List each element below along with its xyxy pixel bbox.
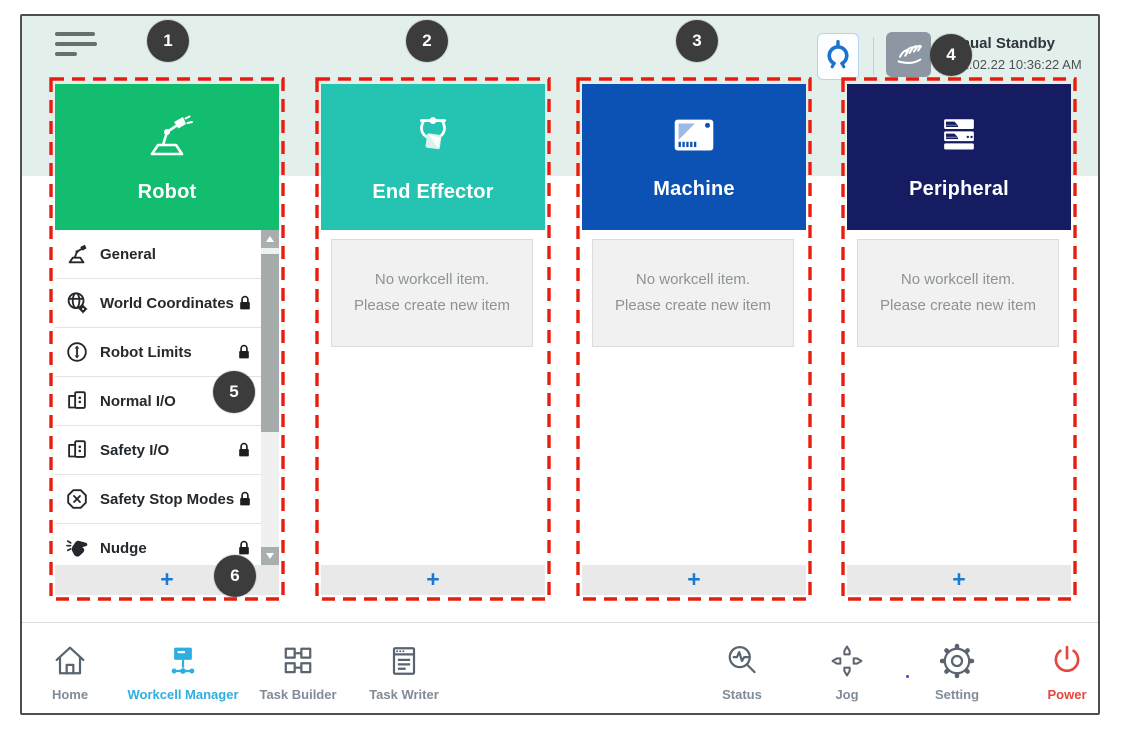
nav-task-writer[interactable]: Task Writer — [352, 635, 456, 702]
normal-io-icon — [63, 388, 90, 415]
menu-item-general[interactable]: General — [55, 230, 279, 279]
peripheral-icon — [933, 113, 985, 164]
empty-state-line2: Please create new item — [615, 297, 771, 314]
empty-state-machine: No workcell item. Please create new item — [592, 239, 794, 347]
callout-6: 6 — [214, 555, 256, 597]
lock-icon — [233, 343, 253, 361]
tool-gripper-button[interactable] — [817, 33, 859, 80]
robot-limits-icon — [63, 339, 90, 366]
nav-task-builder[interactable]: Task Builder — [248, 635, 348, 702]
robot-arm-icon — [139, 110, 195, 167]
column-header-robot: Robot — [55, 84, 279, 230]
topbar-divider — [873, 37, 874, 75]
hamburger-line — [55, 32, 95, 36]
column-title: Robot — [137, 181, 197, 203]
callout-5: 5 — [213, 371, 255, 413]
column-title: End Effector — [372, 181, 494, 203]
empty-state-end-effector: No workcell item. Please create new item — [331, 239, 533, 347]
plus-icon: + — [687, 565, 701, 592]
menu-item-label: Nudge — [100, 539, 147, 557]
world-coordinates-icon — [63, 290, 90, 317]
add-workcell-item-button-peripheral[interactable]: + — [847, 565, 1071, 595]
nav-workcell-manager[interactable]: Workcell Manager — [118, 635, 248, 702]
column-header-peripheral: Peripheral — [847, 84, 1071, 230]
column-header-end-effector: End Effector — [321, 84, 545, 230]
callout-4: 4 — [930, 34, 972, 76]
callout-3: 3 — [676, 20, 718, 62]
hamburger-menu-button[interactable] — [55, 32, 101, 68]
menu-item-label: World Coordinates — [100, 294, 234, 312]
task-builder-icon — [248, 635, 348, 681]
nav-jog[interactable]: Jog — [817, 635, 877, 702]
lock-icon — [234, 490, 254, 508]
empty-state-line2: Please create new item — [354, 297, 510, 314]
manual-hand-icon — [892, 35, 926, 74]
add-workcell-item-button-machine[interactable]: + — [582, 565, 806, 595]
menu-item-label: Safety I/O — [100, 441, 170, 459]
menu-item-label: Safety Stop Modes — [100, 490, 235, 508]
nav-setting[interactable]: Setting — [917, 635, 997, 702]
column-title: Peripheral — [909, 178, 1009, 200]
end-effector-icon — [406, 110, 460, 167]
menu-item-robot-limits[interactable]: Robot Limits — [55, 328, 279, 377]
scroll-up-icon — [266, 236, 274, 242]
menu-item-safety-io[interactable]: Safety I/O — [55, 426, 279, 475]
workcell-manager-icon — [118, 635, 248, 681]
scroll-up-button[interactable] — [261, 230, 279, 248]
nav-status[interactable]: Status — [702, 635, 782, 702]
jog-icon — [817, 635, 877, 681]
empty-state-line1: No workcell item. — [900, 271, 1016, 288]
general-icon — [63, 241, 90, 268]
machine-icon — [667, 113, 721, 164]
power-icon — [1027, 635, 1098, 681]
hamburger-line — [55, 52, 77, 56]
empty-state-line2: Please create new item — [880, 297, 1036, 314]
plus-icon: + — [426, 565, 440, 592]
plus-icon: + — [952, 565, 966, 592]
setting-icon — [917, 635, 997, 681]
safety-stop-icon — [63, 486, 90, 513]
scroll-down-icon — [266, 553, 274, 559]
menu-item-world-coordinates[interactable]: World Coordinates — [55, 279, 279, 328]
lock-icon — [234, 294, 254, 312]
add-workcell-item-button-end-effector[interactable]: + — [321, 565, 545, 595]
timestamp: 2022.02.22 10:36:22 AM — [940, 57, 1082, 72]
safety-io-icon — [63, 437, 90, 464]
manual-mode-button[interactable] — [886, 32, 931, 77]
home-icon — [30, 635, 110, 681]
nudge-icon — [63, 535, 90, 562]
nav-power[interactable]: Power — [1027, 635, 1098, 702]
callout-1: 1 — [147, 20, 189, 62]
nav-separator-dot — [906, 675, 909, 678]
menu-item-label: Robot Limits — [100, 343, 192, 361]
empty-state-line1: No workcell item. — [374, 271, 490, 288]
scrollbar-thumb[interactable] — [261, 254, 279, 432]
callout-2: 2 — [406, 20, 448, 62]
scroll-down-button[interactable] — [261, 547, 279, 565]
menu-item-safety-stop-modes[interactable]: Safety Stop Modes — [55, 475, 279, 524]
task-writer-icon — [352, 635, 456, 681]
menu-item-label: General — [100, 245, 156, 263]
hamburger-line — [55, 42, 97, 46]
column-title: Machine — [653, 178, 735, 200]
status-icon — [702, 635, 782, 681]
bottom-navigation: Home Workcell Manager — [22, 622, 1098, 713]
plus-icon: + — [160, 565, 174, 592]
scrollbar[interactable] — [261, 230, 279, 565]
gripper-icon — [823, 38, 853, 75]
nav-home[interactable]: Home — [30, 635, 110, 702]
column-header-machine: Machine — [582, 84, 806, 230]
lock-icon — [233, 441, 253, 459]
app-window: Manual Standby 2022.02.22 10:36:22 AM Ro… — [20, 14, 1100, 715]
empty-state-peripheral: No workcell item. Please create new item — [857, 239, 1059, 347]
empty-state-line1: No workcell item. — [635, 271, 751, 288]
